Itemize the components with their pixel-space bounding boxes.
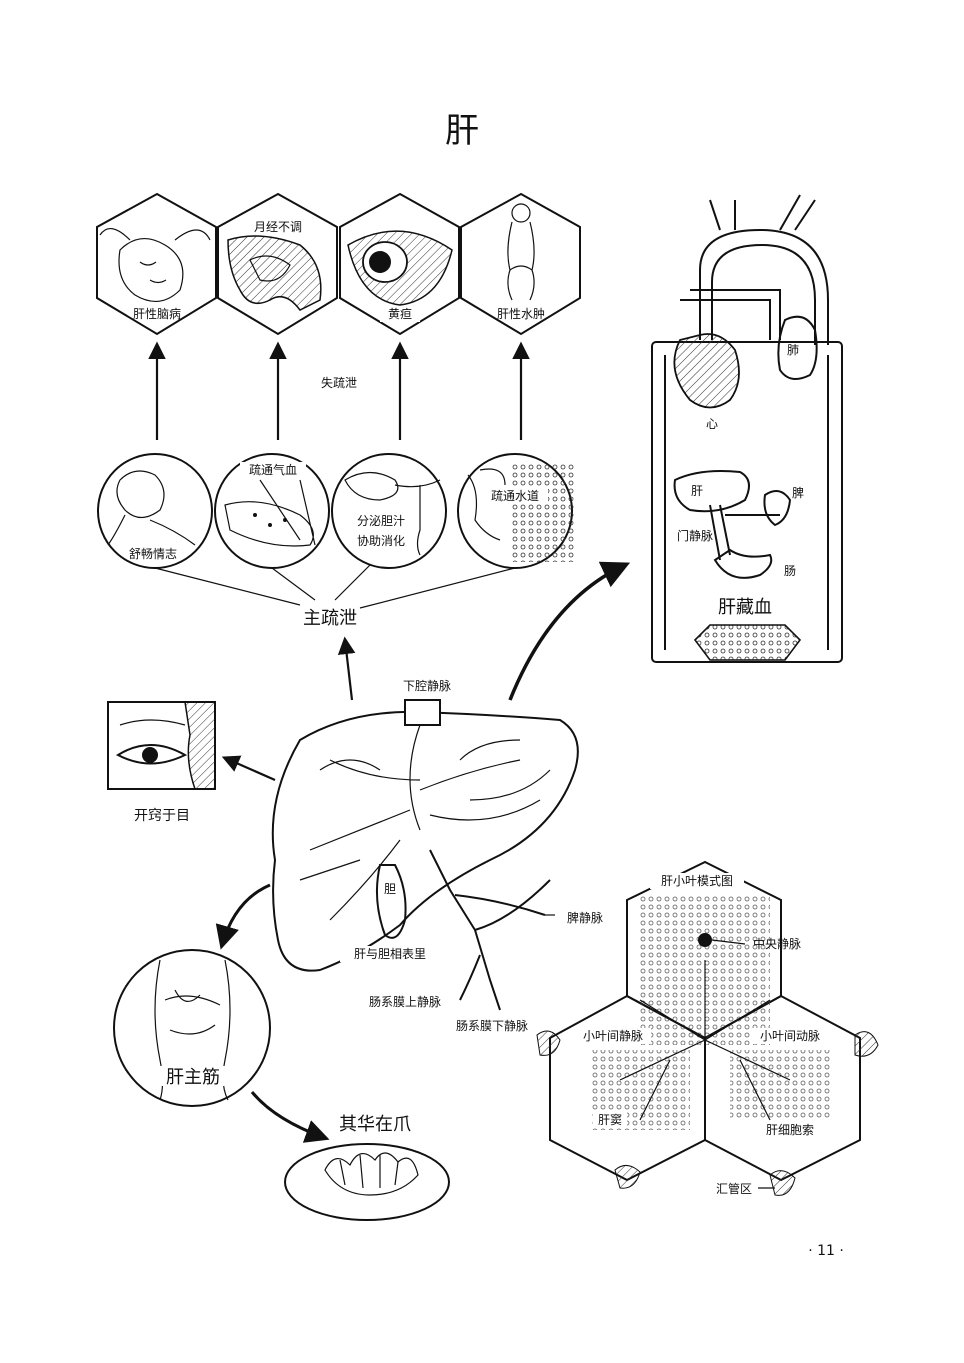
intestine-label: 肠 <box>784 564 796 578</box>
hexagon-hepatic-edema: 肝性水肿 <box>460 192 581 336</box>
arrow-to-nail <box>250 1091 330 1143</box>
dysfunction-label: 失疏泄 <box>321 375 357 390</box>
sinusoid-label: 肝窦 <box>598 1113 622 1127</box>
nail-panel <box>284 1143 450 1221</box>
eye-panel: 开窍于目 <box>107 701 216 824</box>
hexagon-label: 肝性水肿 <box>497 306 545 321</box>
liver-illustration: 下腔静脉 胆 肝与胆相表里 脾静脉 肠系膜上静脉 肠系膜下静脉 <box>271 678 603 1033</box>
hexagon-menstrual-disorder: 月经不调 <box>217 192 338 336</box>
tendon-panel: 肝主筋 <box>113 949 271 1107</box>
spleen-label: 脾 <box>792 485 804 500</box>
tendon-label: 肝主筋 <box>166 1067 220 1088</box>
circle-label: 舒畅情志 <box>129 547 177 561</box>
page-number: · 11 · <box>808 1243 844 1259</box>
hexagon-label: 黄疸 <box>388 306 412 321</box>
sup-mesenteric-label: 肠系膜上静脉 <box>369 994 441 1009</box>
circle-water: 疏通水道 <box>457 453 574 569</box>
lobule-title: 肝小叶模式图 <box>661 874 733 888</box>
page-title: 肝 <box>445 111 479 151</box>
circle-bile: 分泌胆汁 协助消化 <box>331 453 447 569</box>
function-circles: 舒畅情志 疏通气血 分泌胆汁 协助消化 疏通水道 <box>97 453 574 569</box>
splenic-vein-label: 脾静脉 <box>567 910 603 925</box>
gallbladder-label: 胆 <box>384 882 396 896</box>
hexagon-label: 肝性脑病 <box>133 306 181 321</box>
circle-label: 疏通水道 <box>491 488 539 503</box>
interlobular-vein-label: 小叶间静脉 <box>583 1028 643 1043</box>
hexagon-jaundice: 黄疸 <box>339 192 460 336</box>
lobule-panel: 肝小叶模式图 中央静脉 小叶间静脉 小叶间动脉 肝窦 肝细胞索 汇管区 <box>536 860 879 1196</box>
gallbladder-caption: 肝与胆相表里 <box>354 947 426 961</box>
circulation-panel: 心 肺 肝 脾 门静脉 肠 肝藏血 <box>651 194 843 663</box>
portal-vein-label: 门静脉 <box>677 528 713 543</box>
circulation-caption: 肝藏血 <box>718 597 772 618</box>
circle-qi-blood: 疏通气血 <box>214 453 330 569</box>
heart-label: 心 <box>706 417 718 431</box>
up-arrows <box>148 341 530 440</box>
hexagon-hepatic-encephalopathy: 肝性脑病 <box>96 192 217 336</box>
circle-label: 分泌胆汁 <box>357 514 405 528</box>
ivc-label: 下腔静脉 <box>403 678 451 693</box>
nail-label: 其华在爪 <box>339 1114 411 1135</box>
circle-label-2: 协助消化 <box>357 533 405 548</box>
eye-label: 开窍于目 <box>134 807 190 824</box>
inf-mesenteric-label: 肠系膜下静脉 <box>456 1018 528 1033</box>
arrow-to-hub <box>337 636 356 701</box>
hub-label: 主疏泄 <box>303 608 357 629</box>
circle-emotion: 舒畅情志 <box>97 453 213 569</box>
portal-area-label: 汇管区 <box>716 1181 752 1196</box>
arrow-to-eye <box>221 755 276 782</box>
hub-connectors <box>154 564 516 609</box>
hexagon-row: 肝性脑病 月经不调 黄疸 肝性水肿 <box>96 192 581 336</box>
circle-label: 疏通气血 <box>249 462 297 477</box>
central-vein-label: 中央静脉 <box>753 936 801 951</box>
hexagon-label: 月经不调 <box>254 220 302 234</box>
arrow-to-circulation <box>508 561 631 701</box>
liver-organ-label: 肝 <box>691 484 703 498</box>
cell-cords-label: 肝细胞索 <box>766 1123 814 1137</box>
arrow-to-tendon <box>215 883 271 950</box>
lung-label: 肺 <box>787 343 799 357</box>
interlobular-artery-label: 小叶间动脉 <box>760 1028 820 1043</box>
